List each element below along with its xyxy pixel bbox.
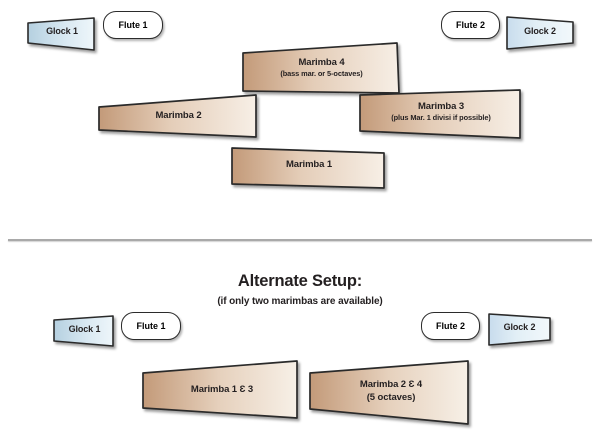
- glock-2-primary[interactable]: Glock 2: [504, 14, 576, 52]
- marimba-2[interactable]: Marimba 2: [96, 89, 261, 145]
- marimba-shape: [231, 147, 385, 189]
- marimba-shape: [359, 89, 521, 139]
- flute-2-primary[interactable]: Flute 2: [441, 11, 500, 39]
- glock-1-primary[interactable]: Glock 1: [26, 16, 98, 52]
- marimba-1[interactable]: Marimba 1: [229, 142, 389, 194]
- glockenspiel-icon: [488, 313, 551, 346]
- marimba-3[interactable]: Marimba 3 (plus Mar. 1 divisi if possibl…: [357, 88, 525, 146]
- flute-1-alternate[interactable]: Flute 1: [121, 312, 181, 340]
- alternate-setup-title: Alternate Setup:: [237, 272, 363, 290]
- alternate-setup-subtitle: (if only two marimbas are available): [217, 296, 383, 307]
- glock-1-alternate[interactable]: Glock 1: [52, 314, 117, 350]
- marimba-shape: [142, 360, 298, 419]
- flute-2-alternate-label: Flute 2: [435, 320, 465, 331]
- marimba-2-and-4[interactable]: Marimba 2 Ɛ 4 (5 octaves): [307, 358, 475, 428]
- marimba-shape: [98, 94, 257, 138]
- section-divider: [8, 239, 592, 241]
- flute-1-primary-label: Flute 1: [118, 19, 148, 30]
- glockenspiel-icon: [506, 16, 574, 50]
- flute-2-primary-label: Flute 2: [455, 19, 485, 30]
- glockenspiel-icon: [27, 17, 95, 51]
- flute-2-alternate[interactable]: Flute 2: [421, 312, 480, 340]
- glock-2-alternate[interactable]: Glock 2: [486, 311, 553, 349]
- glockenspiel-icon: [53, 315, 114, 347]
- marimba-shape: [309, 360, 469, 425]
- flute-1-alternate-label: Flute 1: [136, 320, 166, 331]
- marimba-1-and-3[interactable]: Marimba 1 Ɛ 3: [140, 358, 304, 424]
- flute-1-primary[interactable]: Flute 1: [103, 11, 163, 39]
